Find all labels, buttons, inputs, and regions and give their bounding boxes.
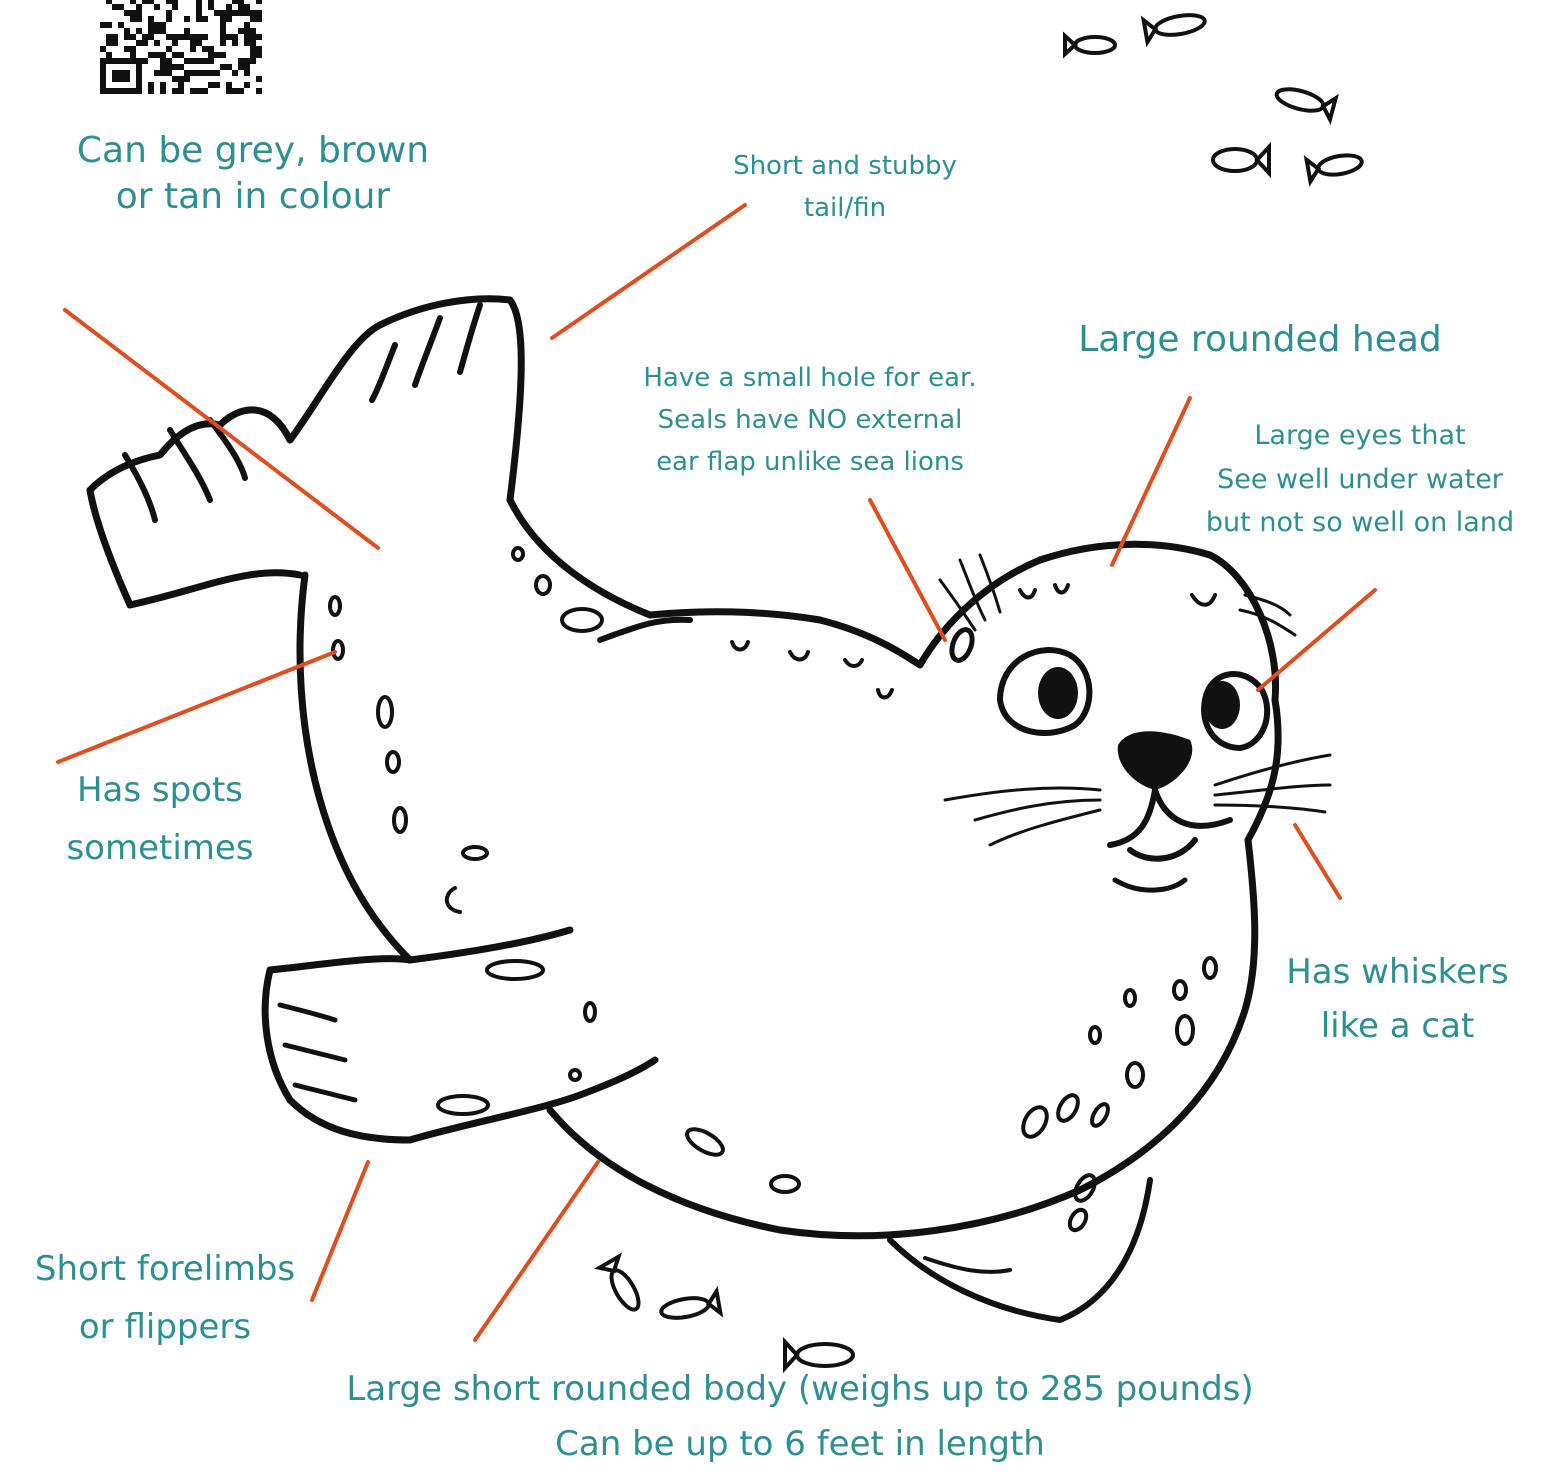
label-head: Large rounded head bbox=[1050, 317, 1470, 363]
label-eyes-line-2: See well under water bbox=[1180, 458, 1540, 502]
label-tail-line-1: Short and stubby bbox=[700, 145, 990, 187]
label-eyes-line-3: but not so well on land bbox=[1180, 501, 1540, 545]
label-ear-line-1: Have a small hole for ear. bbox=[600, 357, 1020, 399]
label-body-line-1: Large short rounded body (weighs up to 2… bbox=[240, 1362, 1360, 1417]
label-body: Large short rounded body (weighs up to 2… bbox=[240, 1362, 1360, 1472]
label-body-line-2: Can be up to 6 feet in length bbox=[240, 1417, 1360, 1472]
label-tail: Short and stubby tail/fin bbox=[700, 145, 990, 229]
label-whiskers-line-1: Has whiskers bbox=[1255, 945, 1540, 999]
label-tail-line-2: tail/fin bbox=[700, 187, 990, 229]
label-colour-line-1: Can be grey, brown bbox=[58, 128, 448, 174]
label-head-line-1: Large rounded head bbox=[1050, 317, 1470, 363]
label-spots-line-2: sometimes bbox=[30, 820, 290, 878]
label-ear-line-3: ear flap unlike sea lions bbox=[600, 441, 1020, 483]
label-ear: Have a small hole for ear. Seals have NO… bbox=[600, 357, 1020, 483]
label-forelimbs: Short forelimbs or flippers bbox=[0, 1240, 330, 1357]
label-whiskers-line-2: like a cat bbox=[1255, 999, 1540, 1053]
label-forelimbs-line-1: Short forelimbs bbox=[0, 1240, 330, 1298]
label-whiskers: Has whiskers like a cat bbox=[1255, 945, 1540, 1054]
label-forelimbs-line-2: or flippers bbox=[0, 1298, 330, 1356]
label-spots: Has spots sometimes bbox=[30, 762, 290, 878]
label-eyes-line-1: Large eyes that bbox=[1180, 414, 1540, 458]
label-ear-line-2: Seals have NO external bbox=[600, 399, 1020, 441]
label-eyes: Large eyes that See well under water but… bbox=[1180, 414, 1540, 545]
label-colour: Can be grey, brown or tan in colour bbox=[58, 128, 448, 220]
label-spots-line-1: Has spots bbox=[30, 762, 290, 820]
label-colour-line-2: or tan in colour bbox=[58, 174, 448, 220]
